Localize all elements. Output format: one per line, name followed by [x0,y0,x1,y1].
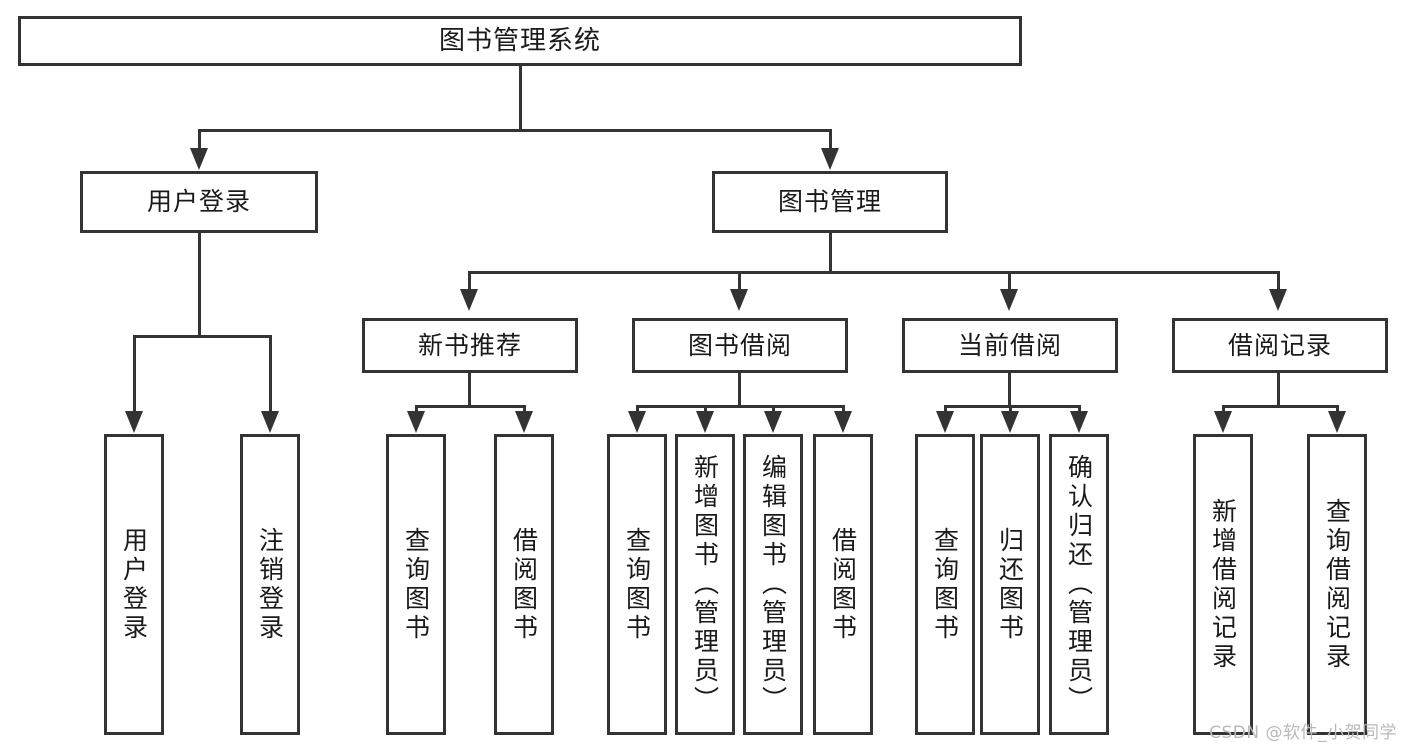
connector-nbr-stem [468,373,471,405]
leaf-bb-edit-book-admin[interactable]: 编辑图书（管理员） [743,434,803,735]
connector-cb-drop-2 [1009,405,1012,413]
connector-br-drop-1 [1222,405,1225,413]
node-label: 编辑图书（管理员） [758,454,788,715]
node-label: 注销登录 [255,526,285,643]
connector-book-management-stem [829,233,832,271]
node-label: 查询借阅记录 [1322,497,1352,672]
connector-bm-drop-2 [738,271,741,291]
arrow-to-new-book-recommend [460,289,478,311]
connector-user-login-drop-2 [269,335,272,413]
arrow-to-current-borrow [1000,289,1018,311]
connector-bb-bus [636,405,845,408]
node-label: 新增借阅记录 [1208,497,1238,672]
connector-cb-drop-3 [1078,405,1081,413]
node-label: 归还图书 [995,526,1025,643]
node-label: 图书管理 [777,187,882,217]
arrow-to-leaf-user-login-2 [261,411,279,433]
node-label: 借阅图书 [509,526,539,643]
connector-nbr-bus [415,405,526,408]
leaf-cb-query-book[interactable]: 查询图书 [915,434,975,735]
connector-bb-drop-2 [704,405,707,413]
connector-bm-drop-3 [1008,271,1011,291]
leaf-cb-confirm-return-admin[interactable]: 确认归还（管理员） [1049,434,1109,735]
leaf-bb-borrow-book[interactable]: 借阅图书 [813,434,873,735]
arrow-to-leaf-cb-1 [936,411,954,433]
connector-bb-drop-4 [842,405,845,413]
connector-bb-drop-1 [636,405,639,413]
node-label: 查询图书 [930,526,960,643]
arrow-to-borrow-record [1269,289,1287,311]
node-label: 确认归还（管理员） [1064,454,1094,715]
node-label: 图书管理系统 [438,25,601,56]
connector-bm-drop-4 [1277,271,1280,291]
leaf-br-add-record[interactable]: 新增借阅记录 [1193,434,1253,735]
node-current-borrow[interactable]: 当前借阅 [902,318,1118,373]
leaf-user-login-logout[interactable]: 注销登录 [240,434,300,735]
connector-cb-drop-1 [944,405,947,413]
arrow-to-leaf-cb-2 [1001,411,1019,433]
connector-bb-drop-3 [772,405,775,413]
node-new-book-recommend[interactable]: 新书推荐 [362,318,578,373]
node-user-login[interactable]: 用户登录 [80,171,318,233]
node-label: 查询图书 [401,526,431,643]
connector-book-management-bus [468,271,1280,274]
arrow-to-leaf-cb-3 [1070,411,1088,433]
node-root-book-management-system[interactable]: 图书管理系统 [18,16,1022,66]
arrow-to-leaf-user-login-1 [125,411,143,433]
arrow-to-leaf-nbr-2 [515,411,533,433]
leaf-nbr-query-book[interactable]: 查询图书 [386,434,446,735]
leaf-bb-add-book-admin[interactable]: 新增图书（管理员） [675,434,735,735]
leaf-nbr-borrow-book[interactable]: 借阅图书 [494,434,554,735]
arrow-to-leaf-br-1 [1214,411,1232,433]
node-borrow-record[interactable]: 借阅记录 [1172,318,1388,373]
arrow-to-leaf-bb-3 [764,411,782,433]
arrow-to-book-management [821,148,839,170]
node-book-management[interactable]: 图书管理 [712,171,948,233]
node-label: 新增图书（管理员） [690,454,720,715]
node-book-borrow[interactable]: 图书借阅 [632,318,848,373]
node-label: 用户登录 [119,526,149,643]
leaf-cb-return-book[interactable]: 归还图书 [980,434,1040,735]
arrow-to-leaf-br-2 [1328,411,1346,433]
connector-br-stem [1277,373,1280,405]
node-label: 新书推荐 [417,330,522,360]
connector-nbr-drop-2 [523,405,526,413]
leaf-br-query-record[interactable]: 查询借阅记录 [1307,434,1367,735]
leaf-user-login-login[interactable]: 用户登录 [104,434,164,735]
node-label: 借阅图书 [828,526,858,643]
connector-user-login-drop-1 [133,335,136,413]
connector-root-drop-left [198,129,201,150]
connector-user-login-stem [198,233,201,335]
connector-br-bus [1222,405,1339,408]
node-label: 用户登录 [146,187,251,217]
connector-user-login-bus [133,335,272,338]
node-label: 当前借阅 [957,330,1062,360]
arrow-to-leaf-bb-4 [834,411,852,433]
connector-root-drop-right [829,129,832,150]
connector-cb-stem [1008,373,1011,405]
connector-nbr-drop-1 [415,405,418,413]
arrow-to-leaf-bb-1 [628,411,646,433]
node-label: 图书借阅 [687,330,792,360]
node-label: 借阅记录 [1227,330,1332,360]
node-label: 查询图书 [622,526,652,643]
connector-root-bus [198,129,832,132]
arrow-to-leaf-bb-2 [696,411,714,433]
connector-bm-drop-1 [468,271,471,291]
leaf-bb-query-book[interactable]: 查询图书 [607,434,667,735]
arrow-to-user-login [190,148,208,170]
connector-bb-stem [738,373,741,405]
connector-br-drop-2 [1336,405,1339,413]
connector-cb-bus [944,405,1081,408]
connector-root-stem [519,66,522,129]
arrow-to-leaf-nbr-1 [407,411,425,433]
arrow-to-book-borrow [730,289,748,311]
